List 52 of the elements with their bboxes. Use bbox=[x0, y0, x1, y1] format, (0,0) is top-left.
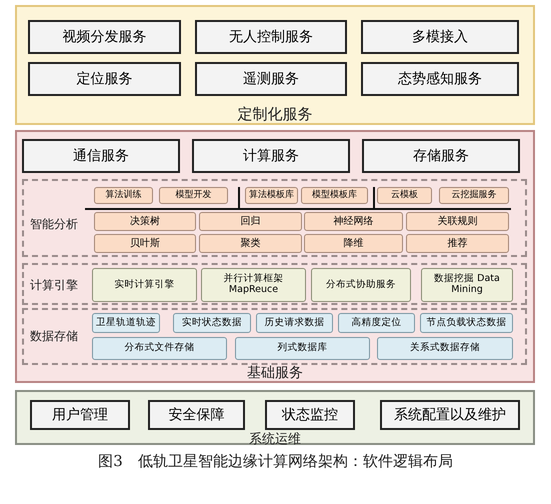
module-box: 卫星轨道轨迹 bbox=[92, 313, 160, 333]
section-title: 基础服务 bbox=[246, 364, 304, 382]
service-box: 状态监控 bbox=[265, 400, 355, 430]
section-frame bbox=[22, 179, 527, 257]
panel bbox=[15, 390, 535, 445]
panel bbox=[15, 5, 535, 125]
service-box: 用户管理 bbox=[30, 400, 130, 430]
module-box: 降维 bbox=[304, 234, 403, 253]
module-box: 数据挖掘 Data Mining bbox=[421, 268, 513, 302]
service-box: 视频分发服务 bbox=[28, 20, 181, 54]
module-box: 关联规则 bbox=[406, 212, 509, 231]
service-box: 通信服务 bbox=[22, 139, 180, 173]
module-box: 云挖掘服务 bbox=[439, 187, 509, 204]
module-box: 分布式文件存储 bbox=[92, 337, 227, 360]
section-title: 智能分析 bbox=[30, 216, 78, 233]
module-box: 云模板 bbox=[377, 187, 432, 204]
caption: 图3 低轨卫星智能边缘计算网络架构：软件逻辑布局 bbox=[97, 452, 454, 471]
service-box: 安全保障 bbox=[148, 400, 245, 430]
panel bbox=[15, 130, 535, 383]
module-box: 贝叶斯 bbox=[94, 234, 196, 253]
module-box: 模型开发 bbox=[159, 187, 228, 204]
module-box: 分布式协助服务 bbox=[311, 268, 411, 302]
service-box: 存储服务 bbox=[362, 139, 520, 173]
service-box: 定位服务 bbox=[28, 62, 181, 96]
section-frame bbox=[22, 263, 527, 305]
section-title: 定制化服务 bbox=[236, 105, 314, 124]
module-box: 节点负载状态数据 bbox=[420, 313, 513, 333]
module-box: 实时状态数据 bbox=[173, 313, 251, 333]
module-box: 关系式数据存储 bbox=[377, 337, 513, 360]
section-title: 系统运维 bbox=[248, 431, 302, 448]
module-box: 算法模板库 bbox=[245, 187, 298, 204]
service-box: 多模接入 bbox=[361, 20, 519, 54]
section-title: 数据存储 bbox=[30, 328, 78, 345]
service-box: 态势感知服务 bbox=[361, 62, 519, 96]
module-box: 推荐 bbox=[406, 234, 509, 253]
service-box: 计算服务 bbox=[192, 139, 350, 173]
module-box: 回归 bbox=[199, 212, 302, 231]
module-box: 聚类 bbox=[199, 234, 302, 253]
module-box: 列式数据库 bbox=[235, 337, 370, 360]
service-box: 遥测服务 bbox=[195, 62, 347, 96]
service-box: 系统配置以及维护 bbox=[380, 400, 520, 430]
module-box: 神经网络 bbox=[304, 212, 403, 231]
service-box: 无人控制服务 bbox=[195, 20, 347, 54]
module-box: 高精度定位 bbox=[338, 313, 415, 333]
section-title: 计算引擎 bbox=[30, 277, 78, 294]
module-box: 实时计算引擎 bbox=[92, 268, 197, 302]
module-box: 算法训练 bbox=[94, 187, 153, 204]
module-box: 模型模板库 bbox=[301, 187, 368, 204]
module-box: 决策树 bbox=[94, 212, 196, 231]
module-box: 并行计算框架 MapReuce bbox=[201, 268, 306, 302]
section-frame bbox=[22, 308, 527, 365]
module-box: 历史请求数据 bbox=[256, 313, 333, 333]
